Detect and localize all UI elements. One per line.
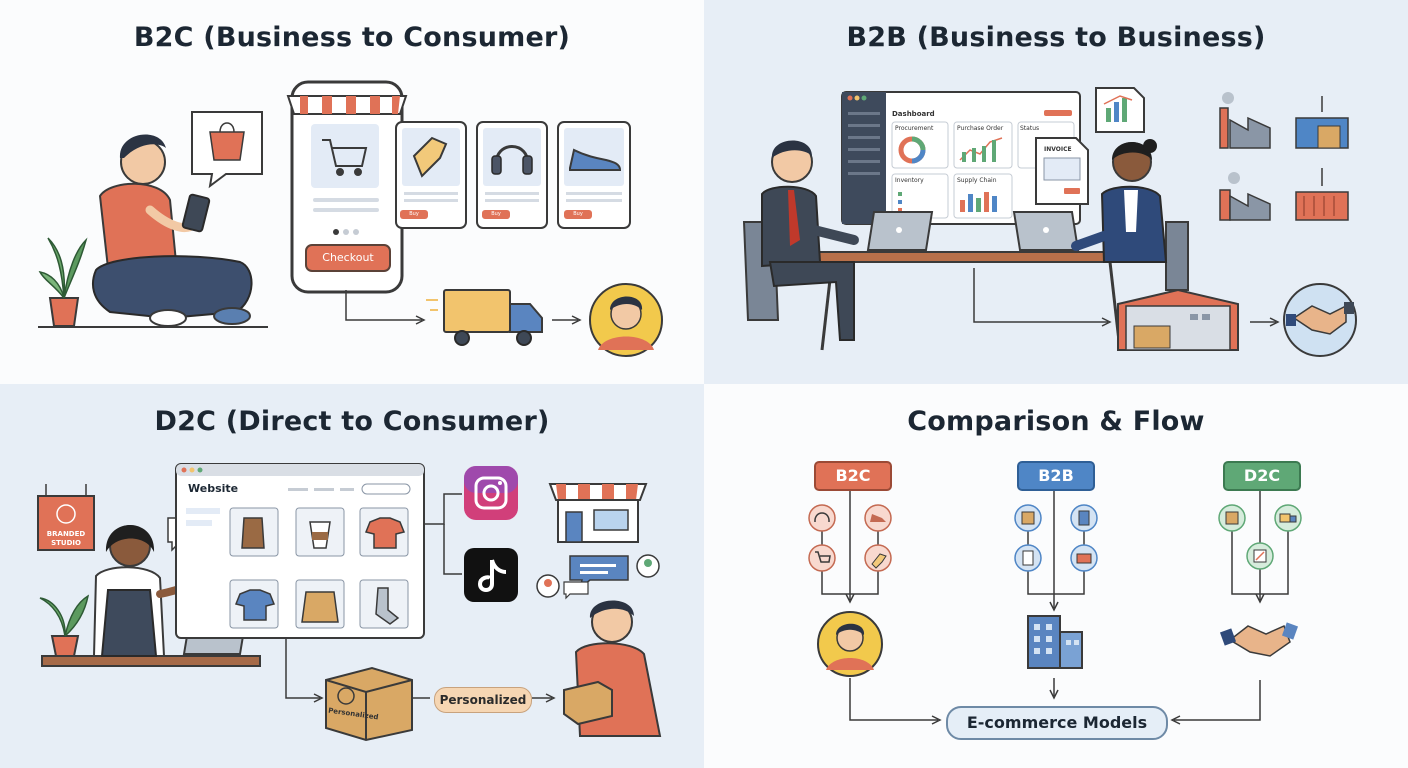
comparison-diagram: [808, 486, 1302, 725]
sign-line-1: BRANDED: [46, 530, 86, 538]
flow-arrow: [973, 268, 1108, 323]
jacket-icon: [301, 591, 339, 623]
b2c-illustration: [38, 80, 663, 357]
customer-avatar: [589, 283, 663, 357]
status-card-label: Status: [1020, 125, 1040, 132]
invoice-label: INVOICE: [1044, 146, 1072, 153]
comparison-title: Comparison & Flow: [907, 406, 1205, 437]
warehouse-icon: [1117, 288, 1239, 351]
handshake-icon: [1283, 283, 1357, 357]
product-card-sneaker: [557, 121, 631, 229]
tiktok-icon: [464, 548, 518, 602]
branded-studio-sign: [37, 484, 95, 551]
supply-chain-card-label: Supply Chain: [957, 177, 997, 184]
flow-arrow: [345, 290, 422, 321]
cart-icon: [808, 544, 836, 572]
instagram-icon: [464, 466, 518, 520]
buy-button[interactable]: Buy: [400, 210, 428, 219]
b2b-title: B2B (Business to Business): [846, 22, 1266, 53]
office-building-icon: [1027, 615, 1083, 669]
b2c-branch: [821, 486, 879, 604]
purchase-order-card-label: Purchase Order: [957, 125, 1004, 132]
storefront-icon: [548, 483, 648, 543]
comparison-panel: Comparison & Flow: [704, 384, 1408, 768]
package-box-icon: [563, 680, 613, 726]
businessman-person: [742, 140, 859, 341]
laptop-icon: [866, 211, 934, 251]
personalized-label: Personalized: [434, 687, 532, 713]
package-box-icon: [325, 666, 413, 742]
dashboard-screen: [841, 91, 1081, 225]
plant-icon: [38, 237, 88, 327]
plant-icon: [39, 594, 90, 657]
buy-button[interactable]: Buy: [482, 210, 510, 219]
meeting-table: [801, 251, 1141, 263]
delivery-truck-icon: [426, 289, 543, 346]
product-card-tag: [395, 121, 467, 229]
b2b-tag: B2B: [1017, 461, 1095, 491]
d2c-panel: D2C (Direct to Consumer): [0, 384, 704, 768]
b2c-title: B2C (Business to Consumer): [133, 22, 571, 53]
shopper-person: [92, 134, 253, 327]
coffee-bag-icon: [241, 517, 265, 549]
sock-icon: [375, 587, 400, 625]
tshirt-icon: [364, 517, 406, 549]
warehouse-crane-icon: [1295, 96, 1349, 149]
flow-arrow: [1174, 680, 1261, 721]
flow-arrow: [849, 678, 938, 721]
handshake-icon: [1219, 622, 1299, 657]
phone-store: [286, 80, 408, 294]
ecommerce-models-label: E-commerce Models: [946, 706, 1168, 740]
sign-line-2: STUDIO: [51, 539, 81, 547]
b2b-panel: B2B (Business to Business): [704, 0, 1408, 384]
customer-person: [563, 600, 662, 737]
factory-icon: [1219, 92, 1271, 149]
consumer-avatar: [817, 611, 883, 677]
headphones-icon: [808, 504, 836, 532]
checkout-button[interactable]: Checkout: [305, 244, 391, 272]
factory-icon: [1219, 172, 1271, 221]
inventory-card-label: Inventory: [895, 177, 924, 184]
product-card-headphones: [476, 121, 548, 229]
website-window: [175, 463, 425, 639]
businesswoman-person: [1071, 139, 1189, 291]
d2c-title: D2C (Direct to Consumer): [154, 406, 550, 437]
b2b-branch: [1027, 486, 1085, 612]
messaging-icon: [536, 554, 660, 600]
dashboard-label: Dashboard: [892, 110, 935, 118]
shopping-bag-icon: [191, 111, 263, 189]
buy-button[interactable]: Buy: [564, 210, 592, 219]
b2c-tag: B2C: [814, 461, 892, 491]
d2c-tag: D2C: [1223, 461, 1301, 491]
tshirt-icon: [234, 589, 276, 621]
shipping-container-icon: [1295, 168, 1349, 221]
website-label: Website: [188, 482, 239, 495]
counter: [41, 655, 261, 667]
flow-arrow: [285, 638, 320, 699]
cart-icon: [322, 139, 368, 176]
b2b-illustration: [742, 87, 1357, 357]
invoice-document: [1035, 137, 1089, 205]
report-document-icon: [1095, 87, 1145, 133]
b2c-panel: B2C (Business to Consumer): [0, 0, 704, 384]
laptop-icon: [1012, 211, 1080, 251]
d2c-illustration: [37, 463, 662, 742]
procurement-card-label: Procurement: [895, 125, 934, 132]
